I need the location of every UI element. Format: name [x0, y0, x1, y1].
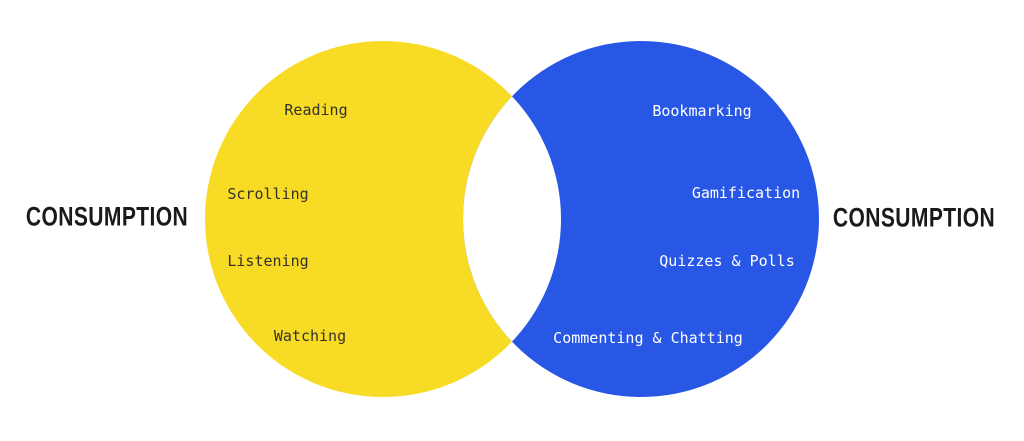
- item-bookmarking: Bookmarking: [652, 102, 752, 120]
- item-quizzes-polls: Quizzes & Polls: [659, 252, 795, 270]
- item-scrolling: Scrolling: [227, 185, 309, 203]
- item-reading: Reading: [284, 101, 348, 119]
- left-circle: [205, 41, 561, 397]
- left-consumption-label: CONSUMPTION: [25, 201, 189, 232]
- item-watching: Watching: [273, 327, 347, 345]
- right-circle: [463, 41, 819, 397]
- item-commenting-chatting: Commenting & Chatting: [553, 329, 743, 347]
- right-consumption-label: CONSUMPTION: [832, 202, 996, 233]
- item-listening: Listening: [227, 252, 309, 270]
- item-gamification: Gamification: [691, 184, 801, 202]
